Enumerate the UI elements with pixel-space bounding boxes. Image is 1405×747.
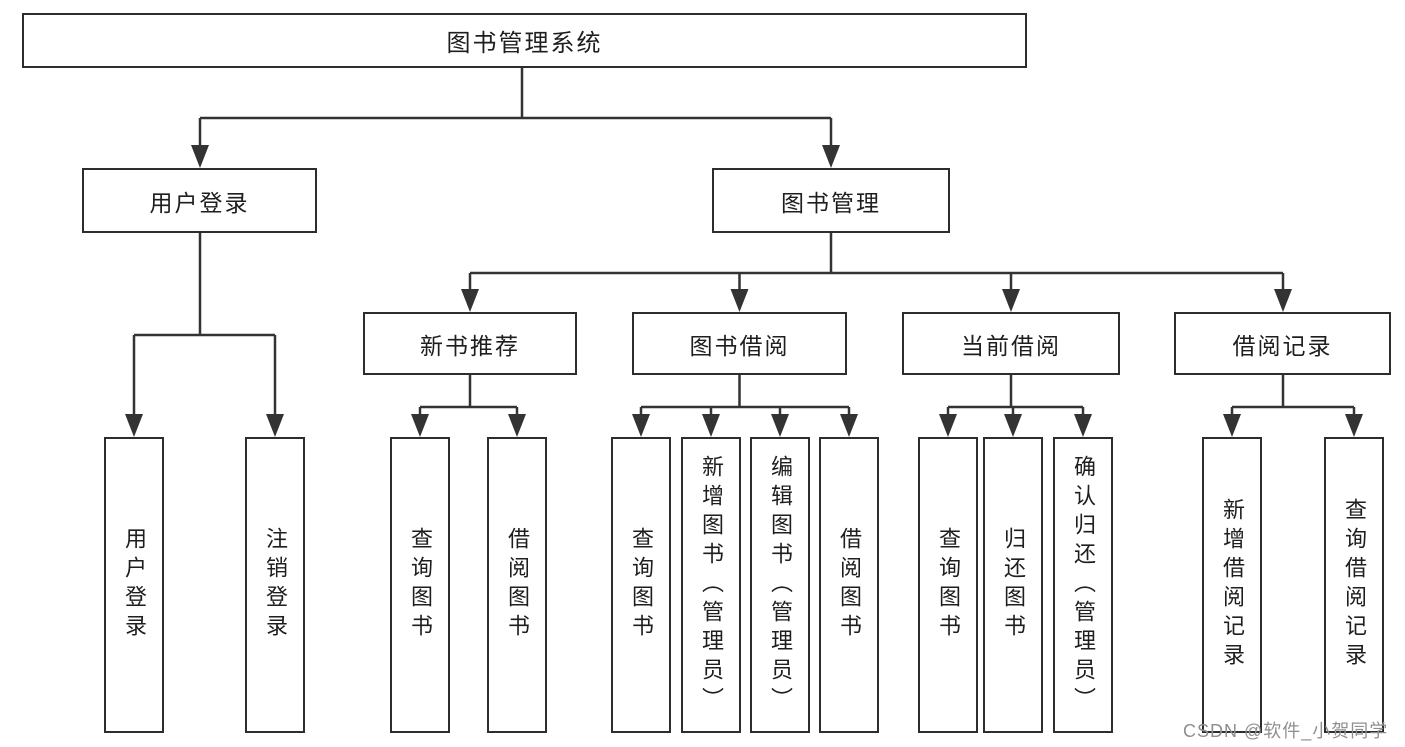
arrowhead-icon (771, 414, 789, 437)
leaf-logout: 注销登录 (245, 437, 305, 733)
leaf-query-books-recommend-label: 查询图书 (408, 527, 433, 643)
arrowhead-icon (1002, 289, 1020, 312)
node-new-book-recommend: 新书推荐 (363, 312, 577, 375)
arrowhead-icon (411, 414, 429, 437)
arrowhead-icon (1223, 414, 1241, 437)
leaf-query-books-current: 查询图书 (918, 437, 978, 733)
leaf-borrow-books-label: 借阅图书 (837, 527, 862, 643)
leaf-user-login-label: 用户登录 (122, 527, 147, 643)
leaf-edit-book-admin-label: 编辑图书（管理员） (768, 454, 793, 716)
node-book-borrow-label: 图书借阅 (689, 332, 790, 359)
leaf-confirm-return-admin-label: 确认归还（管理员） (1071, 454, 1096, 716)
arrowhead-icon (822, 145, 840, 168)
arrowhead-icon (939, 414, 957, 437)
csdn-watermark: CSDN @软件_小贺同学 (1183, 721, 1389, 741)
node-borrow-records-label: 借阅记录 (1232, 332, 1333, 359)
leaf-edit-book-admin: 编辑图书（管理员） (750, 437, 810, 733)
arrowhead-icon (730, 289, 749, 312)
arrowhead-icon (125, 414, 143, 437)
arrowhead-icon (840, 414, 858, 437)
arrowhead-icon (1274, 289, 1292, 312)
node-root-system-label: 图书管理系统 (446, 30, 603, 57)
leaf-add-book-admin: 新增图书（管理员） (681, 437, 741, 733)
node-current-borrow: 当前借阅 (902, 312, 1120, 375)
node-current-borrow-label: 当前借阅 (961, 332, 1061, 359)
leaf-borrow-books-recommend: 借阅图书 (487, 437, 547, 733)
arrowhead-icon (191, 145, 209, 168)
arrowhead-icon (632, 414, 650, 437)
leaf-add-book-admin-label: 新增图书（管理员） (699, 454, 724, 716)
node-new-book-recommend-label: 新书推荐 (420, 332, 520, 359)
node-user-login: 用户登录 (82, 168, 317, 233)
leaf-query-books-borrow: 查询图书 (611, 437, 671, 733)
leaf-user-login: 用户登录 (104, 437, 164, 733)
arrowhead-icon (1004, 414, 1022, 437)
node-borrow-records: 借阅记录 (1174, 312, 1391, 375)
leaf-add-borrow-record: 新增借阅记录 (1202, 437, 1262, 733)
node-root-system: 图书管理系统 (22, 13, 1027, 68)
leaf-return-book: 归还图书 (983, 437, 1043, 733)
node-book-borrow: 图书借阅 (632, 312, 847, 375)
node-book-management: 图书管理 (712, 168, 950, 233)
arrowhead-icon (1345, 414, 1363, 437)
arrowhead-icon (461, 289, 479, 312)
arrowhead-icon (508, 414, 526, 437)
node-user-login-label: 用户登录 (149, 189, 250, 216)
arrowhead-icon (266, 414, 284, 437)
leaf-confirm-return-admin: 确认归还（管理员） (1053, 437, 1113, 733)
leaf-return-book-label: 归还图书 (1001, 527, 1026, 643)
leaf-add-borrow-record-label: 新增借阅记录 (1220, 498, 1245, 672)
leaf-borrow-books: 借阅图书 (819, 437, 879, 733)
leaf-query-borrow-record: 查询借阅记录 (1324, 437, 1384, 733)
arrowhead-icon (1074, 414, 1092, 437)
leaf-logout-label: 注销登录 (263, 527, 288, 643)
leaf-query-books-recommend: 查询图书 (390, 437, 450, 733)
leaf-borrow-books-recommend-label: 借阅图书 (505, 527, 530, 643)
leaf-query-books-current-label: 查询图书 (936, 527, 961, 643)
node-book-management-label: 图书管理 (781, 189, 881, 216)
leaf-query-books-borrow-label: 查询图书 (629, 527, 654, 643)
arrowhead-icon (702, 414, 720, 437)
leaf-query-borrow-record-label: 查询借阅记录 (1342, 498, 1367, 672)
